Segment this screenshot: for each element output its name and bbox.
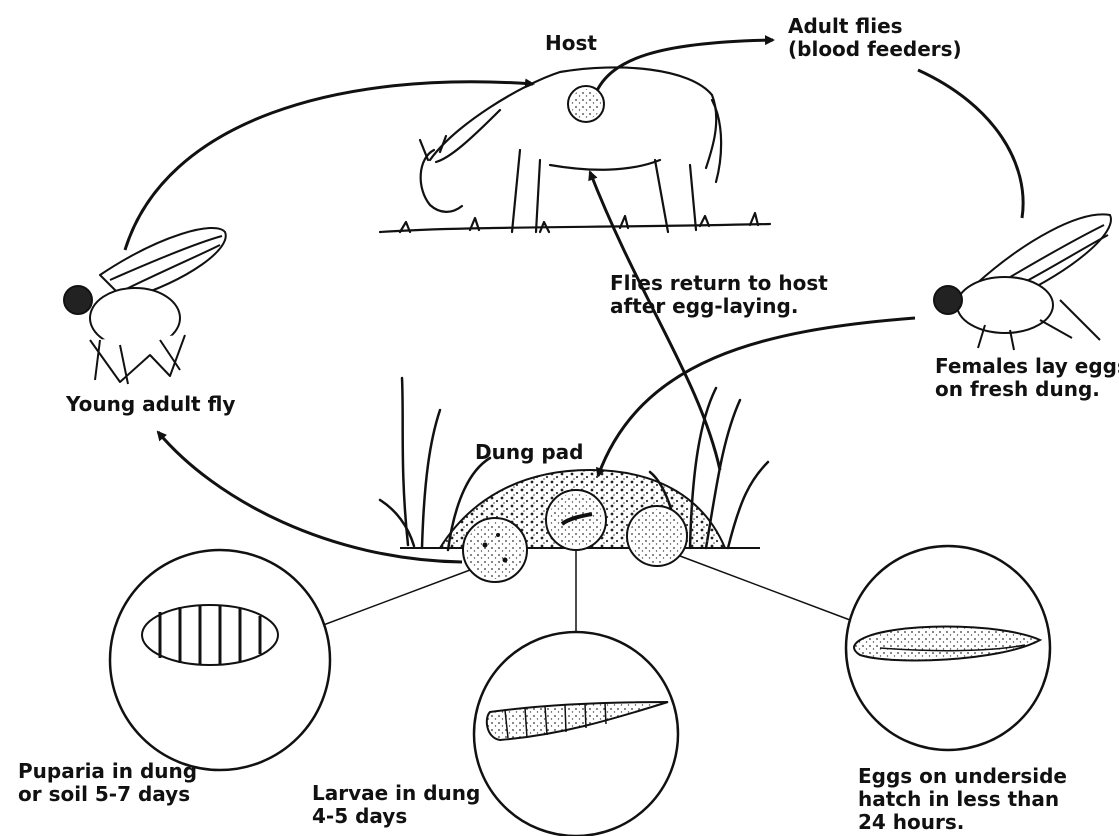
arrow-return-to-host bbox=[590, 172, 720, 470]
host-label: Host bbox=[545, 32, 597, 55]
puparia-label-line1: Puparia in dung bbox=[18, 760, 197, 783]
flies-return-label: Flies return to host after egg-laying. bbox=[610, 272, 828, 318]
arrow-dung-to-young-fly bbox=[158, 432, 462, 562]
puparia-label-line2: or soil 5-7 days bbox=[18, 783, 197, 806]
flies-return-label-line1: Flies return to host bbox=[610, 272, 828, 295]
eggs-label-line1: Eggs on underside bbox=[858, 765, 1067, 788]
larvae-label: Larvae in dung 4-5 days bbox=[312, 782, 480, 828]
females-lay-eggs-label-line2: on fresh dung. bbox=[935, 378, 1119, 401]
adult-flies-label: Adult flies (blood feeders) bbox=[788, 15, 962, 61]
adult-female-fly-illustration bbox=[934, 214, 1111, 350]
females-lay-eggs-label-line1: Females lay eggs bbox=[935, 355, 1119, 378]
young-adult-fly-illustration bbox=[64, 228, 226, 384]
egg-magnified bbox=[846, 546, 1050, 750]
young-adult-fly-label: Young adult fly bbox=[66, 393, 235, 416]
larvae-label-line1: Larvae in dung bbox=[312, 782, 480, 805]
females-lay-eggs-label: Females lay eggs on fresh dung. bbox=[935, 355, 1119, 401]
larva-magnified bbox=[474, 632, 678, 836]
eggs-label: Eggs on underside hatch in less than 24 … bbox=[858, 765, 1067, 834]
arrow-females-to-dung bbox=[598, 318, 915, 476]
larvae-label-line2: 4-5 days bbox=[312, 805, 480, 828]
eggs-label-line2: hatch in less than bbox=[858, 788, 1067, 811]
puparia-label: Puparia in dung or soil 5-7 days bbox=[18, 760, 197, 806]
dung-pad-label: Dung pad bbox=[475, 441, 584, 464]
adult-flies-label-line2: (blood feeders) bbox=[788, 38, 962, 61]
magnifier-connectors bbox=[310, 550, 850, 632]
flies-return-label-line2: after egg-laying. bbox=[610, 295, 828, 318]
adult-flies-label-line1: Adult flies bbox=[788, 15, 962, 38]
eggs-label-line3: 24 hours. bbox=[858, 811, 1067, 834]
puparia-magnified bbox=[110, 550, 330, 770]
arrow-adult-flies-to-females bbox=[918, 70, 1023, 218]
